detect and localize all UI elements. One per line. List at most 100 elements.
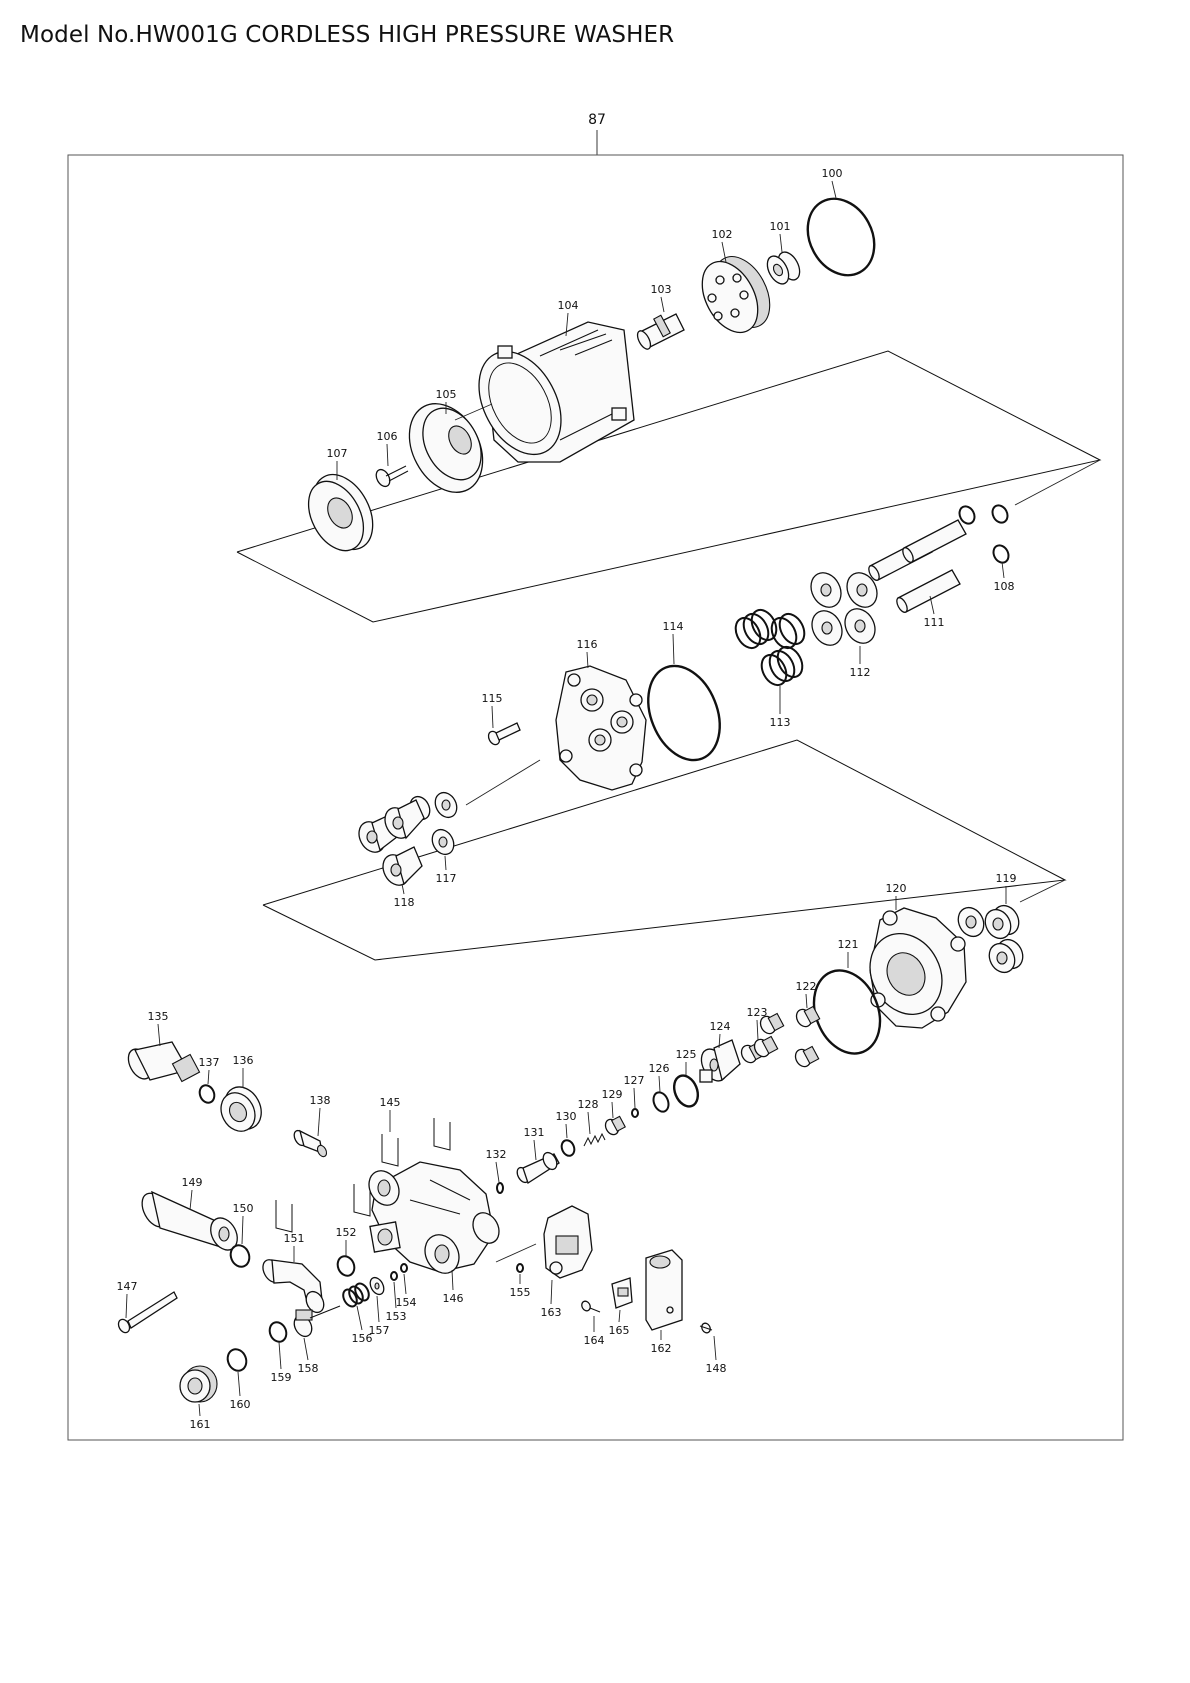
part-label: 111: [924, 616, 945, 629]
part-162-cover: 162: [645, 1249, 683, 1355]
part-108-retaining-rings: 108: [958, 504, 1015, 593]
part-label: 107: [327, 447, 348, 460]
part-label: 119: [996, 872, 1017, 885]
part-label: 103: [651, 283, 672, 296]
part-146-manifold-body: 146: [368, 1161, 500, 1305]
part-label: 164: [584, 1334, 605, 1347]
part-121-o-ring: 121: [812, 938, 882, 1055]
part-label: 145: [380, 1096, 401, 1109]
part-161-inlet-fitting: 161: [179, 1365, 218, 1431]
part-label: 162: [651, 1342, 672, 1355]
part-155-o-ring: 155: [510, 1263, 531, 1299]
part-label: 106: [377, 430, 398, 443]
part-107-seal: 107: [307, 447, 374, 552]
part-label: 152: [336, 1226, 357, 1239]
part-label: 151: [284, 1232, 305, 1245]
part-label: 108: [994, 580, 1015, 593]
part-132-o-ring: 132: [486, 1148, 507, 1194]
part-104-motor-housing: 104: [478, 299, 635, 463]
part-label: 124: [710, 1020, 731, 1033]
part-151-elbow: 151: [262, 1232, 325, 1314]
subassembly-outline-motor: [236, 350, 1102, 623]
part-138-plug: 138: [293, 1094, 331, 1158]
part-152-o-ring: 152: [336, 1226, 357, 1277]
part-label: 123: [747, 1006, 768, 1019]
part-127-o-ring: 127: [624, 1074, 645, 1118]
part-label: 113: [770, 716, 791, 729]
part-157-washer: 157: [369, 1276, 390, 1337]
part-label: 104: [558, 299, 579, 312]
part-label: 137: [199, 1056, 220, 1069]
part-label: 130: [556, 1110, 577, 1123]
part-153-o-ring: 153: [386, 1271, 407, 1323]
assembly-leader: [495, 1243, 537, 1263]
outline-leader: [1014, 459, 1101, 506]
part-118-valve-holders: 118: [358, 799, 425, 909]
part-119-seals: 119: [957, 872, 1024, 974]
part-112-washers: 112: [810, 572, 878, 679]
part-label: 148: [706, 1362, 727, 1375]
assembly-leader: [454, 403, 493, 421]
part-label: 126: [649, 1062, 670, 1075]
part-160-o-ring: 160: [226, 1348, 251, 1411]
part-label: 112: [850, 666, 871, 679]
part-105-end-cap: 105: [408, 388, 484, 493]
part-148-screw: 148: [699, 1322, 727, 1375]
part-label: 117: [436, 872, 457, 885]
part-131-unloader-piston: 131: [516, 1126, 560, 1185]
part-102-swash-plate: 102: [701, 228, 771, 334]
part-154-o-ring: 154: [396, 1263, 417, 1309]
part-label: 115: [482, 692, 503, 705]
part-101-bearing: 101: [766, 220, 801, 285]
part-label: 138: [310, 1094, 331, 1107]
part-130-o-ring: 130: [556, 1110, 577, 1157]
part-126-o-ring: 126: [649, 1062, 670, 1113]
part-label: 114: [663, 620, 684, 633]
outline-leader: [1019, 879, 1066, 903]
part-123-valves: 123: [740, 1006, 785, 1064]
block-leader: [465, 759, 541, 806]
part-163-bracket: 163: [541, 1205, 593, 1319]
part-120-pump-head: 120: [869, 882, 967, 1029]
part-145-clips: 145: [275, 1096, 451, 1233]
part-label: 150: [233, 1202, 254, 1215]
page-title: Model No.HW001G CORDLESS HIGH PRESSURE W…: [20, 22, 675, 48]
part-label: 157: [369, 1324, 390, 1337]
assembly-frame: [67, 154, 1124, 1441]
part-label: 102: [712, 228, 733, 241]
part-label: 125: [676, 1048, 697, 1061]
part-147-bolt: 147: [117, 1280, 178, 1334]
part-label: 146: [443, 1292, 464, 1305]
part-159-o-ring: 159: [268, 1321, 292, 1384]
part-label: 105: [436, 388, 457, 401]
part-125-o-ring: 125: [672, 1048, 700, 1108]
part-label: 149: [182, 1176, 203, 1189]
part-137-o-ring: 137: [199, 1056, 220, 1104]
part-116-cylinder-block: 116: [555, 638, 647, 791]
part-106-screw: 106: [375, 430, 409, 488]
part-label: 156: [352, 1332, 373, 1345]
part-115-bolt: 115: [482, 692, 521, 746]
part-label: 131: [524, 1126, 545, 1139]
part-150-o-ring: 150: [229, 1202, 254, 1268]
part-128-spring: 128: [578, 1098, 606, 1147]
part-114-o-ring: 114: [647, 620, 721, 762]
part-122-valves: 122: [794, 980, 821, 1068]
part-111-pistons: 111: [868, 519, 967, 629]
part-113-springs: 113: [734, 608, 806, 729]
part-158-valve-stem: 158: [293, 1305, 341, 1375]
part-label: 128: [578, 1098, 599, 1111]
part-label: 158: [298, 1362, 319, 1375]
part-149-inlet-pipe: 149: [141, 1176, 238, 1251]
part-label: 127: [624, 1074, 645, 1087]
part-label: 160: [230, 1398, 251, 1411]
part-136-seal: 136: [220, 1054, 262, 1132]
part-label: 122: [796, 980, 817, 993]
part-label: 159: [271, 1371, 292, 1384]
part-label: 161: [190, 1418, 211, 1431]
part-label: 120: [886, 882, 907, 895]
part-165-switch: 165: [609, 1277, 633, 1337]
part-label: 155: [510, 1286, 531, 1299]
part-label: 135: [148, 1010, 169, 1023]
